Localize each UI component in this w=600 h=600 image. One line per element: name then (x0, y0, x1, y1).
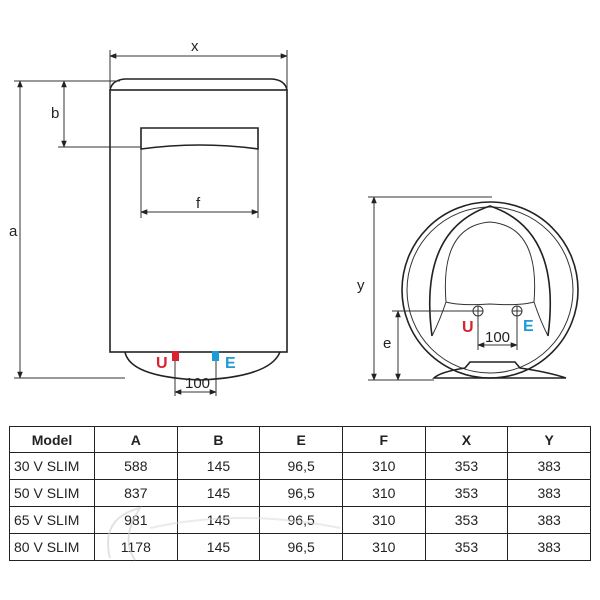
dim-b-label: b (51, 105, 59, 122)
cell-f: 310 (341, 452, 426, 480)
dim-y-label: y (357, 277, 365, 294)
cell-f: 310 (341, 506, 426, 534)
cell-a: 588 (94, 452, 178, 480)
dim-x-label: x (191, 38, 199, 55)
tank-circle (401, 201, 579, 379)
u-label-front: U (156, 355, 168, 372)
front-view: U E 100 x a b f (9, 38, 288, 396)
cell-a: 981 (94, 506, 178, 534)
header-e: E (259, 426, 343, 453)
bottom-cap (124, 351, 281, 381)
technical-drawing: U E 100 x a b f (9, 38, 579, 396)
cell-x: 353 (424, 452, 509, 480)
tank-body (109, 89, 288, 353)
u-label-side: U (462, 319, 474, 336)
top-cap (109, 78, 288, 91)
cell-y: 383 (507, 506, 591, 534)
wall-stand (432, 361, 567, 379)
table-row: 65 V SLIM 981 145 96,5 310 353 383 (9, 506, 591, 534)
header-model: Model (9, 426, 95, 453)
cell-y: 383 (507, 533, 591, 561)
cell-e: 96,5 (259, 479, 343, 507)
header-x: X (424, 426, 509, 453)
cell-f: 310 (341, 533, 426, 561)
cell-b: 145 (176, 452, 261, 480)
header-b: B (176, 426, 261, 453)
cell-y: 383 (507, 479, 591, 507)
e-pipe-icon (212, 351, 219, 361)
cell-x: 353 (424, 479, 509, 507)
table-row: 50 V SLIM 837 145 96,5 310 353 383 (9, 479, 591, 507)
cell-f: 310 (341, 479, 426, 507)
dim-e-label: e (383, 335, 391, 352)
dim-a-label: a (9, 223, 18, 240)
spacing-front-label: 100 (185, 375, 210, 392)
table-header-row: Model A B E F X Y (9, 426, 591, 453)
cell-x: 353 (424, 533, 509, 561)
dim-f-label: f (196, 195, 201, 212)
cell-model: 80 V SLIM (9, 533, 95, 561)
cell-b: 145 (176, 533, 261, 561)
cell-e: 96,5 (259, 506, 343, 534)
control-panel (140, 127, 259, 150)
e-label-front: E (225, 355, 236, 372)
cell-e: 96,5 (259, 452, 343, 480)
header-a: A (94, 426, 178, 453)
cell-e: 96,5 (259, 533, 343, 561)
cell-b: 145 (176, 479, 261, 507)
cell-y: 383 (507, 452, 591, 480)
bracket-arch (428, 205, 552, 337)
cell-model: 65 V SLIM (9, 506, 95, 534)
spacing-side-label: 100 (485, 329, 510, 346)
cell-a: 837 (94, 479, 178, 507)
cell-b: 145 (176, 506, 261, 534)
u-pipe-icon (172, 351, 179, 361)
header-y: Y (507, 426, 591, 453)
cell-model: 50 V SLIM (9, 479, 95, 507)
cell-a: 1178 (94, 533, 178, 561)
header-f: F (341, 426, 426, 453)
table-row: 80 V SLIM 1178 145 96,5 310 353 383 (9, 533, 591, 561)
cell-model: 30 V SLIM (9, 452, 95, 480)
dimensions-table: Model A B E F X Y 30 V SLIM 588 145 96,5… (9, 426, 591, 561)
e-label-side: E (523, 318, 534, 335)
cell-x: 353 (424, 506, 509, 534)
table-row: 30 V SLIM 588 145 96,5 310 353 383 (9, 452, 591, 480)
side-view: U E 100 y e (357, 196, 579, 381)
